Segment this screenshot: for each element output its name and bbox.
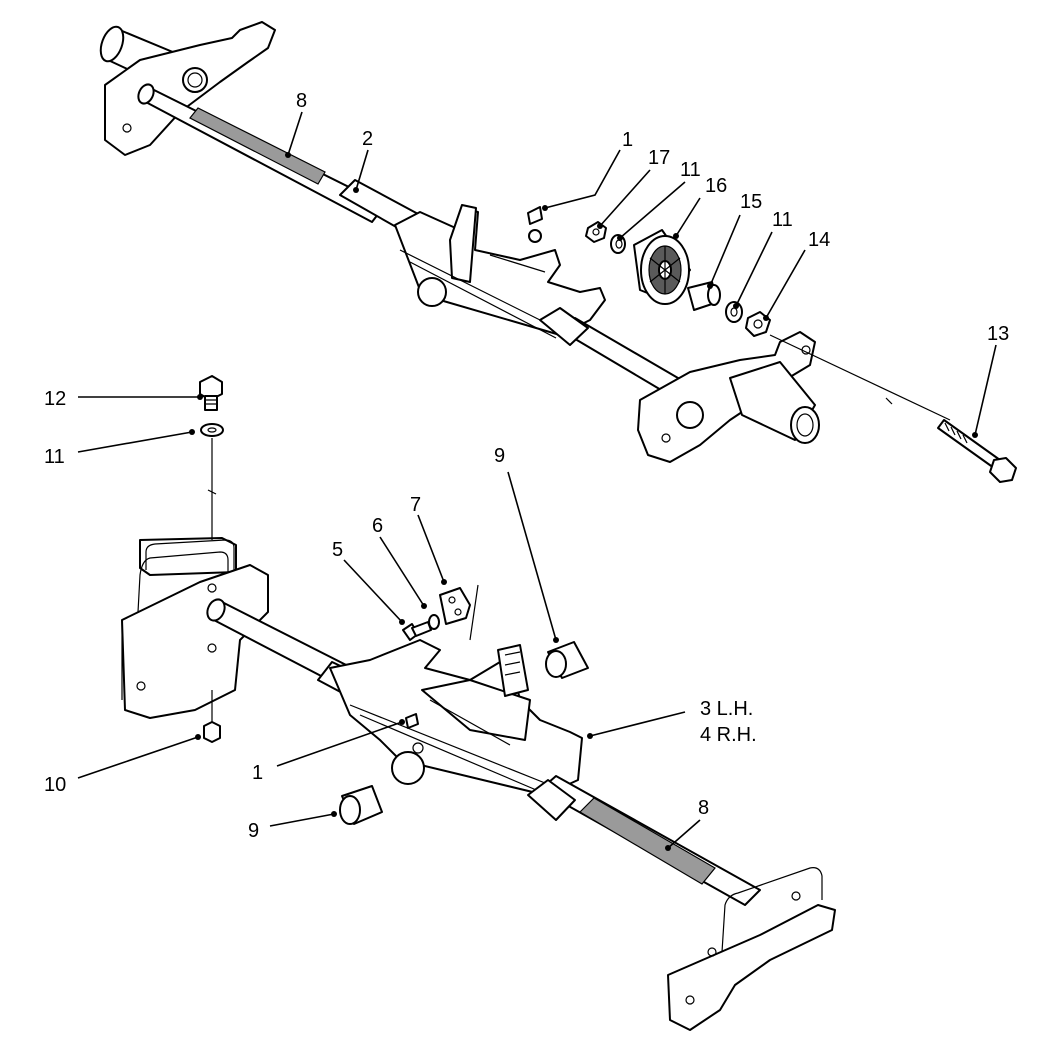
callout-13: 13 — [972, 323, 1009, 438]
callout-9-bottom: 9 — [248, 811, 337, 842]
callout-15-label: 15 — [740, 191, 762, 213]
callout-9-top-label: 9 — [494, 445, 505, 467]
grease-fitting-bottom — [405, 713, 424, 754]
callout-14-label: 14 — [808, 229, 830, 251]
lower-right-end-plate — [667, 867, 836, 1031]
lower-left-end-plate — [121, 537, 269, 719]
callout-3-4: 3 L.H. 4 R.H. — [587, 698, 757, 746]
washer-6 — [428, 614, 440, 630]
callout-6: 6 — [372, 515, 427, 609]
bolt-5 — [402, 621, 432, 641]
callout-4-rh-label: 4 R.H. — [700, 724, 757, 746]
bolt-13 — [937, 419, 1017, 483]
callout-8-top-label: 8 — [296, 90, 307, 112]
bracket-3-4-plate — [469, 584, 529, 697]
callout-1-top: 1 — [542, 129, 633, 211]
callout-7: 7 — [410, 494, 447, 585]
bolt-12 — [199, 375, 223, 411]
callout-14: 14 — [763, 229, 830, 321]
vertical-axis-break — [207, 489, 217, 495]
callout-7-label: 7 — [410, 494, 421, 516]
upper-main-tube — [137, 83, 421, 233]
callout-8-top: 8 — [285, 90, 307, 158]
callout-1-bottom: 1 — [252, 719, 405, 784]
callout-11-top-a-label: 11 — [680, 159, 701, 181]
callout-10-label: 10 — [44, 774, 66, 796]
nut-10 — [203, 721, 221, 743]
callout-11-top-b: 11 — [733, 209, 793, 309]
upper-right-stub-shaft — [729, 361, 820, 444]
callout-11-top-a: 11 — [617, 159, 701, 241]
callout-9-top: 9 — [494, 445, 559, 643]
callout-9-bottom-label: 9 — [248, 820, 259, 842]
callout-11-left: 11 — [44, 429, 195, 468]
spacer-15 — [687, 281, 721, 311]
upper-left-end-plate — [104, 21, 276, 156]
callout-16-label: 16 — [705, 175, 727, 197]
upper-center-bracket — [394, 204, 606, 339]
roller-16 — [633, 229, 691, 305]
callout-11-top-b-label: 11 — [772, 209, 793, 231]
callout-13-label: 13 — [987, 323, 1009, 345]
callout-1-bottom-label: 1 — [252, 762, 263, 784]
grease-fitting-top — [527, 206, 543, 243]
callout-5: 5 — [332, 539, 405, 625]
callout-15: 15 — [707, 191, 762, 289]
callout-11-left-label: 11 — [44, 446, 65, 468]
callout-2-label: 2 — [362, 128, 373, 150]
callout-1-top-label: 1 — [622, 129, 633, 151]
callout-12: 12 — [44, 388, 203, 410]
callout-10: 10 — [44, 734, 201, 796]
plate-7 — [439, 587, 471, 625]
callout-8-bottom: 8 — [665, 797, 709, 851]
washer-11-left — [200, 423, 224, 437]
nut-17 — [585, 221, 607, 243]
callout-8-bottom-label: 8 — [698, 797, 709, 819]
lower-center-bracket — [329, 639, 583, 796]
callout-17-label: 17 — [648, 147, 670, 169]
lower-main-tube-right — [527, 775, 761, 906]
callout-2: 2 — [353, 128, 373, 193]
upper-assembly-axis-line — [769, 334, 951, 421]
lower-axle-assembly — [121, 537, 836, 1031]
callout-3-lh-label: 3 L.H. — [700, 698, 753, 720]
callout-12-label: 12 — [44, 388, 66, 410]
callout-17: 17 — [597, 147, 670, 229]
callout-6-label: 6 — [372, 515, 383, 537]
callout-5-label: 5 — [332, 539, 343, 561]
bushing-9-bottom — [339, 785, 383, 825]
upper-assembly-axis-break — [885, 397, 893, 405]
callout-16: 16 — [673, 175, 727, 239]
bushing-9-top — [545, 641, 589, 679]
upper-axle-assembly — [99, 21, 951, 463]
